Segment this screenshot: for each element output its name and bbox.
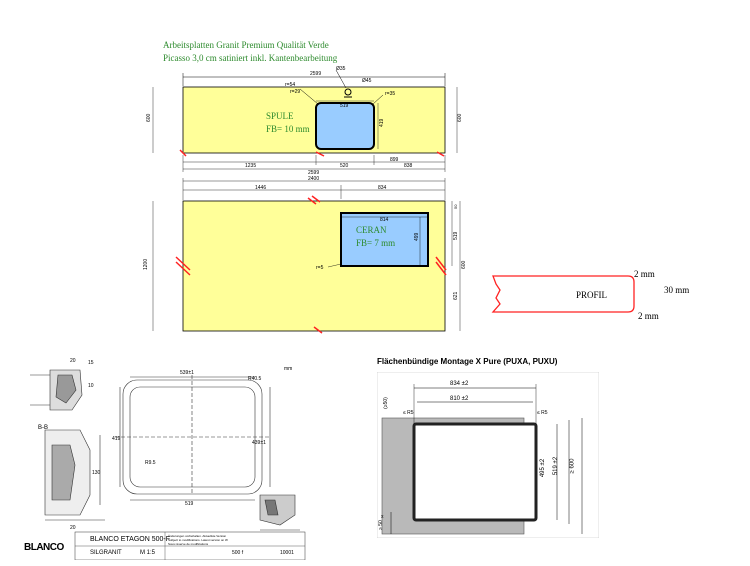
blanco-dim-15: 15 (88, 360, 94, 366)
montage-r5-left: ≤ R5 (403, 410, 414, 416)
montage-r5-right: ≤ R5 (537, 410, 548, 416)
lower-height-left: 1200 (143, 259, 149, 270)
profile-label: PROFIL (576, 290, 608, 300)
montage-left-dim: (≥50) (382, 397, 389, 409)
ceran-cutout-depth: 499 (414, 232, 420, 241)
blanco-drawing (30, 369, 306, 560)
profile-thickness: 30 mm (664, 285, 690, 295)
blanco-brand-logo: BLANCO (24, 542, 64, 553)
sink-cutout (315, 102, 375, 150)
blanco-scale: M 1:5 (140, 550, 156, 556)
top-overall-width: 2599 (310, 71, 321, 77)
montage-bottom-50: ≥ 50 (377, 520, 384, 530)
blanco-dim-radius: R40.5 (248, 376, 262, 382)
lower-overall-width: 2400 (308, 176, 319, 182)
hole-d35: Ø35 (336, 66, 346, 72)
montage-drawing (377, 372, 599, 538)
montage-inner-height: 495 ±2 (540, 458, 547, 478)
bottom-total-dim: 2599 (308, 170, 319, 176)
blanco-number: 10001 (280, 550, 294, 556)
bottom-right-dim: 838 (404, 163, 413, 169)
ceran-cutout (340, 212, 429, 267)
blanco-dim-right: 439±1 (252, 440, 266, 446)
right-lower-dim: 621 (453, 291, 459, 300)
montage-inner-width: 810 ±2 (450, 396, 469, 402)
r35-label: r=35 (385, 91, 395, 97)
ceran-fb-label: FB= 7 mm (356, 238, 396, 248)
r29-label: r=29 (290, 89, 300, 95)
hole-d45: Ø45 (362, 78, 372, 84)
blanco-dim-20-top: 20 (70, 358, 76, 364)
sink-label: SPULE (266, 111, 294, 121)
montage-min-600: ≥ 600 (569, 458, 576, 474)
blanco-unit: mm (284, 366, 293, 372)
ceran-cutout-width: 814 (380, 217, 389, 223)
cutout-width: 519 (340, 103, 349, 109)
bottom-cut-dim: 520 (340, 163, 349, 169)
header-line-1: Arbeitsplatten Granit Premium Qualität V… (163, 40, 329, 50)
blanco-section-label: B-B (38, 425, 49, 431)
header-line-2: Picasso 3,0 cm satiniert inkl. Kantenbea… (163, 53, 338, 63)
depth-right: 600 (457, 113, 463, 122)
bottom-mid-dim: 899 (390, 157, 399, 163)
blanco-dim-radius-inner: R9.5 (145, 460, 156, 466)
r5-label: r=5 (316, 265, 324, 271)
right-top-dim: 50 (453, 204, 458, 209)
right-upper-dim: 519 (453, 231, 459, 240)
cutout-depth: 419 (379, 118, 385, 127)
montage-bottom-x: x (381, 514, 384, 520)
blanco-dim-10: 10 (88, 383, 94, 389)
montage-title: Flächenbündige Montage X Pure (PUXA, PUX… (377, 357, 558, 366)
profile-top-dim: 2 mm (634, 269, 655, 279)
profile-bottom-dim: 2 mm (638, 311, 659, 321)
blanco-note-2: Subject to modifications. Latest version… (168, 538, 228, 542)
bottom-left-dim: 1235 (245, 163, 256, 169)
r54-label: r=54 (285, 82, 295, 88)
blanco-dim-left: 419 (112, 436, 121, 442)
profile-drawing (491, 275, 635, 313)
sink-fb-label: FB= 10 mm (266, 124, 310, 134)
lower-left-offset: 1446 (255, 185, 266, 191)
blanco-note-3: Sous réserve de modifications (168, 542, 209, 546)
tap-hole-icon (344, 88, 352, 96)
blanco-product: BLANCO ETAGON 500-F (90, 536, 171, 543)
blanco-dim-bottom: 519 (185, 501, 194, 507)
blanco-dim-130: 130 (92, 470, 101, 476)
right-mid-dim: 600 (461, 260, 467, 269)
top-slab (182, 86, 446, 154)
montage-outer-width: 834 ±2 (450, 381, 469, 387)
lower-cutout-width-top: 834 (378, 185, 387, 191)
blanco-code: 500 f (232, 550, 244, 556)
blanco-material: SILGRANIT (90, 550, 122, 556)
depth-left: 600 (146, 113, 152, 122)
blanco-note-1: Änderungen vorbehalten. Aktuellste Versi… (168, 534, 227, 538)
blanco-dim-20-bottom: 20 (70, 525, 76, 531)
montage-outer-height: 519 ±2 (553, 456, 560, 476)
blanco-dim-top: 539±1 (180, 370, 194, 376)
ceran-label: CERAN (356, 225, 387, 235)
